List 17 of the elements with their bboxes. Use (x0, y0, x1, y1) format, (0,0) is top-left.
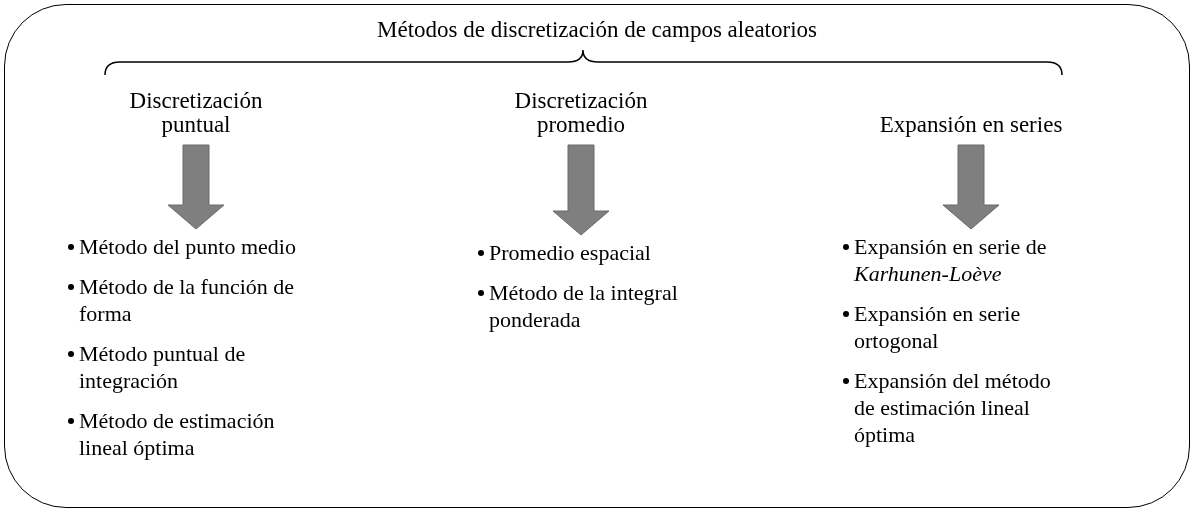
block-arrow (552, 144, 610, 236)
category-label: Discretización puntual (116, 89, 276, 137)
list-item: Método del punto medio (75, 233, 303, 260)
block-arrow (942, 144, 1000, 230)
heading: Métodos de discretización de campos aleatorios (376, 17, 817, 43)
list-item: Promedio espacial (485, 239, 683, 266)
list-item: Método de estimación lineal óptima (75, 407, 303, 461)
category-label: Discretización promedio (496, 89, 666, 137)
list-item: Método puntual de integración (75, 340, 303, 394)
list-item: Método de la función de forma (75, 273, 303, 327)
list-item: Expansión en serie ortogonal (850, 300, 1066, 354)
block-arrow (167, 144, 225, 230)
list-item: Método de la integral ponderada (485, 279, 683, 333)
list-item: Expansión en serie de Karhunen-Loève (850, 233, 1066, 287)
rounded-frame (4, 4, 1190, 508)
list-item: Expansión del método de estimación lineal óptima (850, 367, 1066, 448)
category-label: Expansión en series (831, 113, 1111, 137)
